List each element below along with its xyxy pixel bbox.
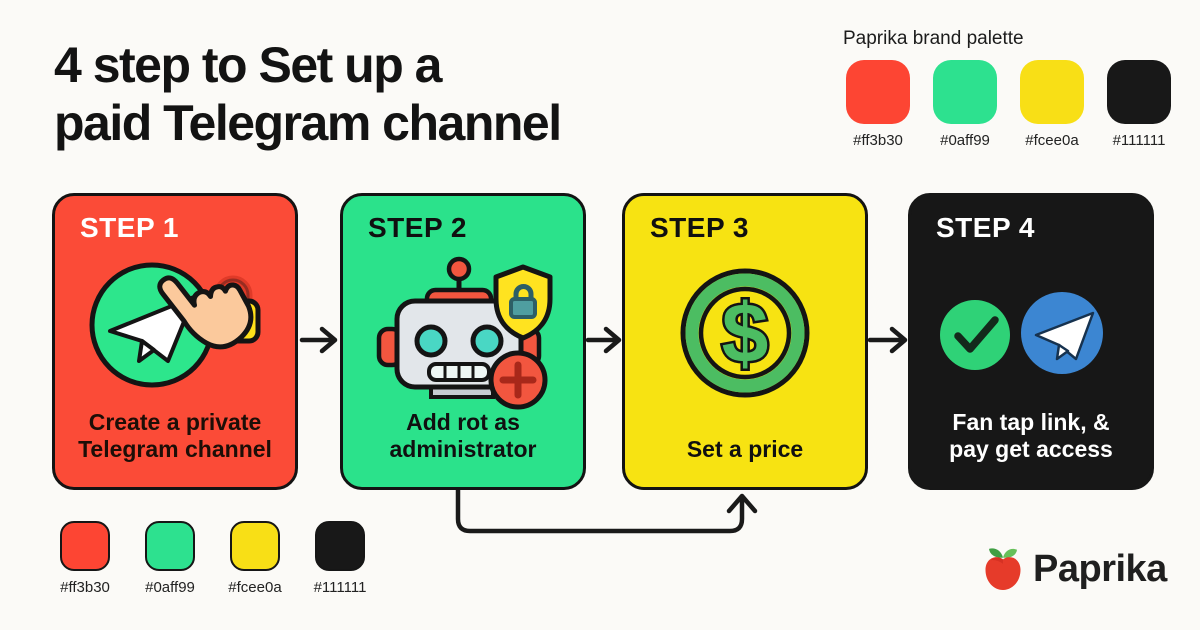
step-4-caption: Fan tap link, & pay get access [949, 408, 1113, 462]
step-3-icon: $ [625, 244, 865, 422]
swatch-hex: #fcee0a [228, 579, 282, 596]
swatch-green: #0aff99 [930, 60, 1000, 149]
footer-palette: #ff3b30 #0aff99 #fcee0a #111111 [50, 521, 375, 596]
swatch-black: #111111 [1104, 60, 1174, 149]
dollar-coin-icon: $ [680, 268, 810, 398]
black-swatch-icon [315, 521, 365, 571]
title-line-1: 4 step to Set up a [54, 37, 442, 93]
arrow-step1-step2 [299, 326, 338, 354]
dollar-sign: $ [722, 286, 769, 380]
step-3-label: STEP 3 [650, 212, 749, 243]
swatch-hex: #ff3b30 [60, 579, 110, 596]
step-3-card: STEP 3 $ Set a price [622, 193, 868, 490]
step-2-card: STEP 2 [340, 193, 586, 490]
swatch-hex: #111111 [313, 579, 367, 596]
step-1-caption: Create a private Telegram channel [78, 408, 272, 462]
shield-lock-icon [493, 264, 552, 341]
page-title: 4 step to Set up a paid Telegram channel [54, 36, 562, 152]
robot-shield-add-icon [376, 256, 552, 410]
tap-finger-icon [157, 274, 254, 349]
swatch-red: #ff3b30 [50, 521, 120, 596]
check-circle-icon [940, 300, 1010, 370]
step-2-label: STEP 2 [368, 212, 467, 243]
step-4-label: STEP 4 [936, 212, 1035, 243]
red-swatch-icon [60, 521, 110, 571]
red-swatch-icon [846, 60, 910, 124]
step-1-icon [55, 244, 295, 422]
swatch-red: #ff3b30 [843, 60, 913, 149]
green-swatch-icon [145, 521, 195, 571]
paper-plane-icon [108, 294, 196, 363]
telegram-circle-icon [1021, 292, 1103, 374]
black-swatch-icon [1107, 60, 1171, 124]
add-badge-icon [488, 350, 547, 410]
swatch-hex: #ff3b30 [853, 132, 903, 149]
logo-text: Paprika [1033, 547, 1167, 590]
arrow-step3-step4 [867, 326, 908, 354]
paprika-logo: Paprika [982, 546, 1167, 592]
footer-palette-swatches: #ff3b30 #0aff99 #fcee0a #111111 [50, 521, 375, 596]
step-2-caption: Add rot as administrator [389, 408, 537, 462]
robot-icon [376, 256, 541, 399]
title-line-2: paid Telegram channel [54, 95, 562, 151]
brand-palette-label: Paprika brand palette [843, 28, 1024, 49]
green-swatch-icon [933, 60, 997, 124]
brand-palette: Paprika brand palette #ff3b30 #0aff99 #f… [843, 28, 1173, 149]
swatch-green: #0aff99 [135, 521, 205, 596]
step-1-label: STEP 1 [80, 212, 179, 243]
step-4-card: STEP 4 Fan tap link, & pay get access [908, 193, 1154, 490]
swatch-hex: #0aff99 [145, 579, 195, 596]
check-telegram-icon [940, 292, 1103, 374]
yellow-swatch-icon [230, 521, 280, 571]
swatch-hex: #0aff99 [940, 132, 990, 149]
swatch-yellow: #fcee0a [1017, 60, 1087, 149]
yellow-swatch-icon [1020, 60, 1084, 124]
arrow-step2-step3 [585, 326, 622, 354]
step-3-caption: Set a price [686, 435, 804, 462]
step-4-icon [911, 244, 1151, 422]
telegram-tap-lock-icon [89, 262, 261, 387]
step-2-icon [343, 244, 583, 422]
loop-step2-step3 [455, 486, 758, 534]
apple-icon [985, 548, 1021, 590]
swatch-black: #111111 [305, 521, 375, 596]
swatch-hex: #fcee0a [1025, 132, 1079, 149]
step-1-card: STEP 1 Create a priva [52, 193, 298, 490]
swatch-yellow: #fcee0a [220, 521, 290, 596]
brand-palette-swatches: #ff3b30 #0aff99 #fcee0a #111111 [843, 60, 1173, 149]
swatch-hex: #111111 [1112, 132, 1166, 149]
